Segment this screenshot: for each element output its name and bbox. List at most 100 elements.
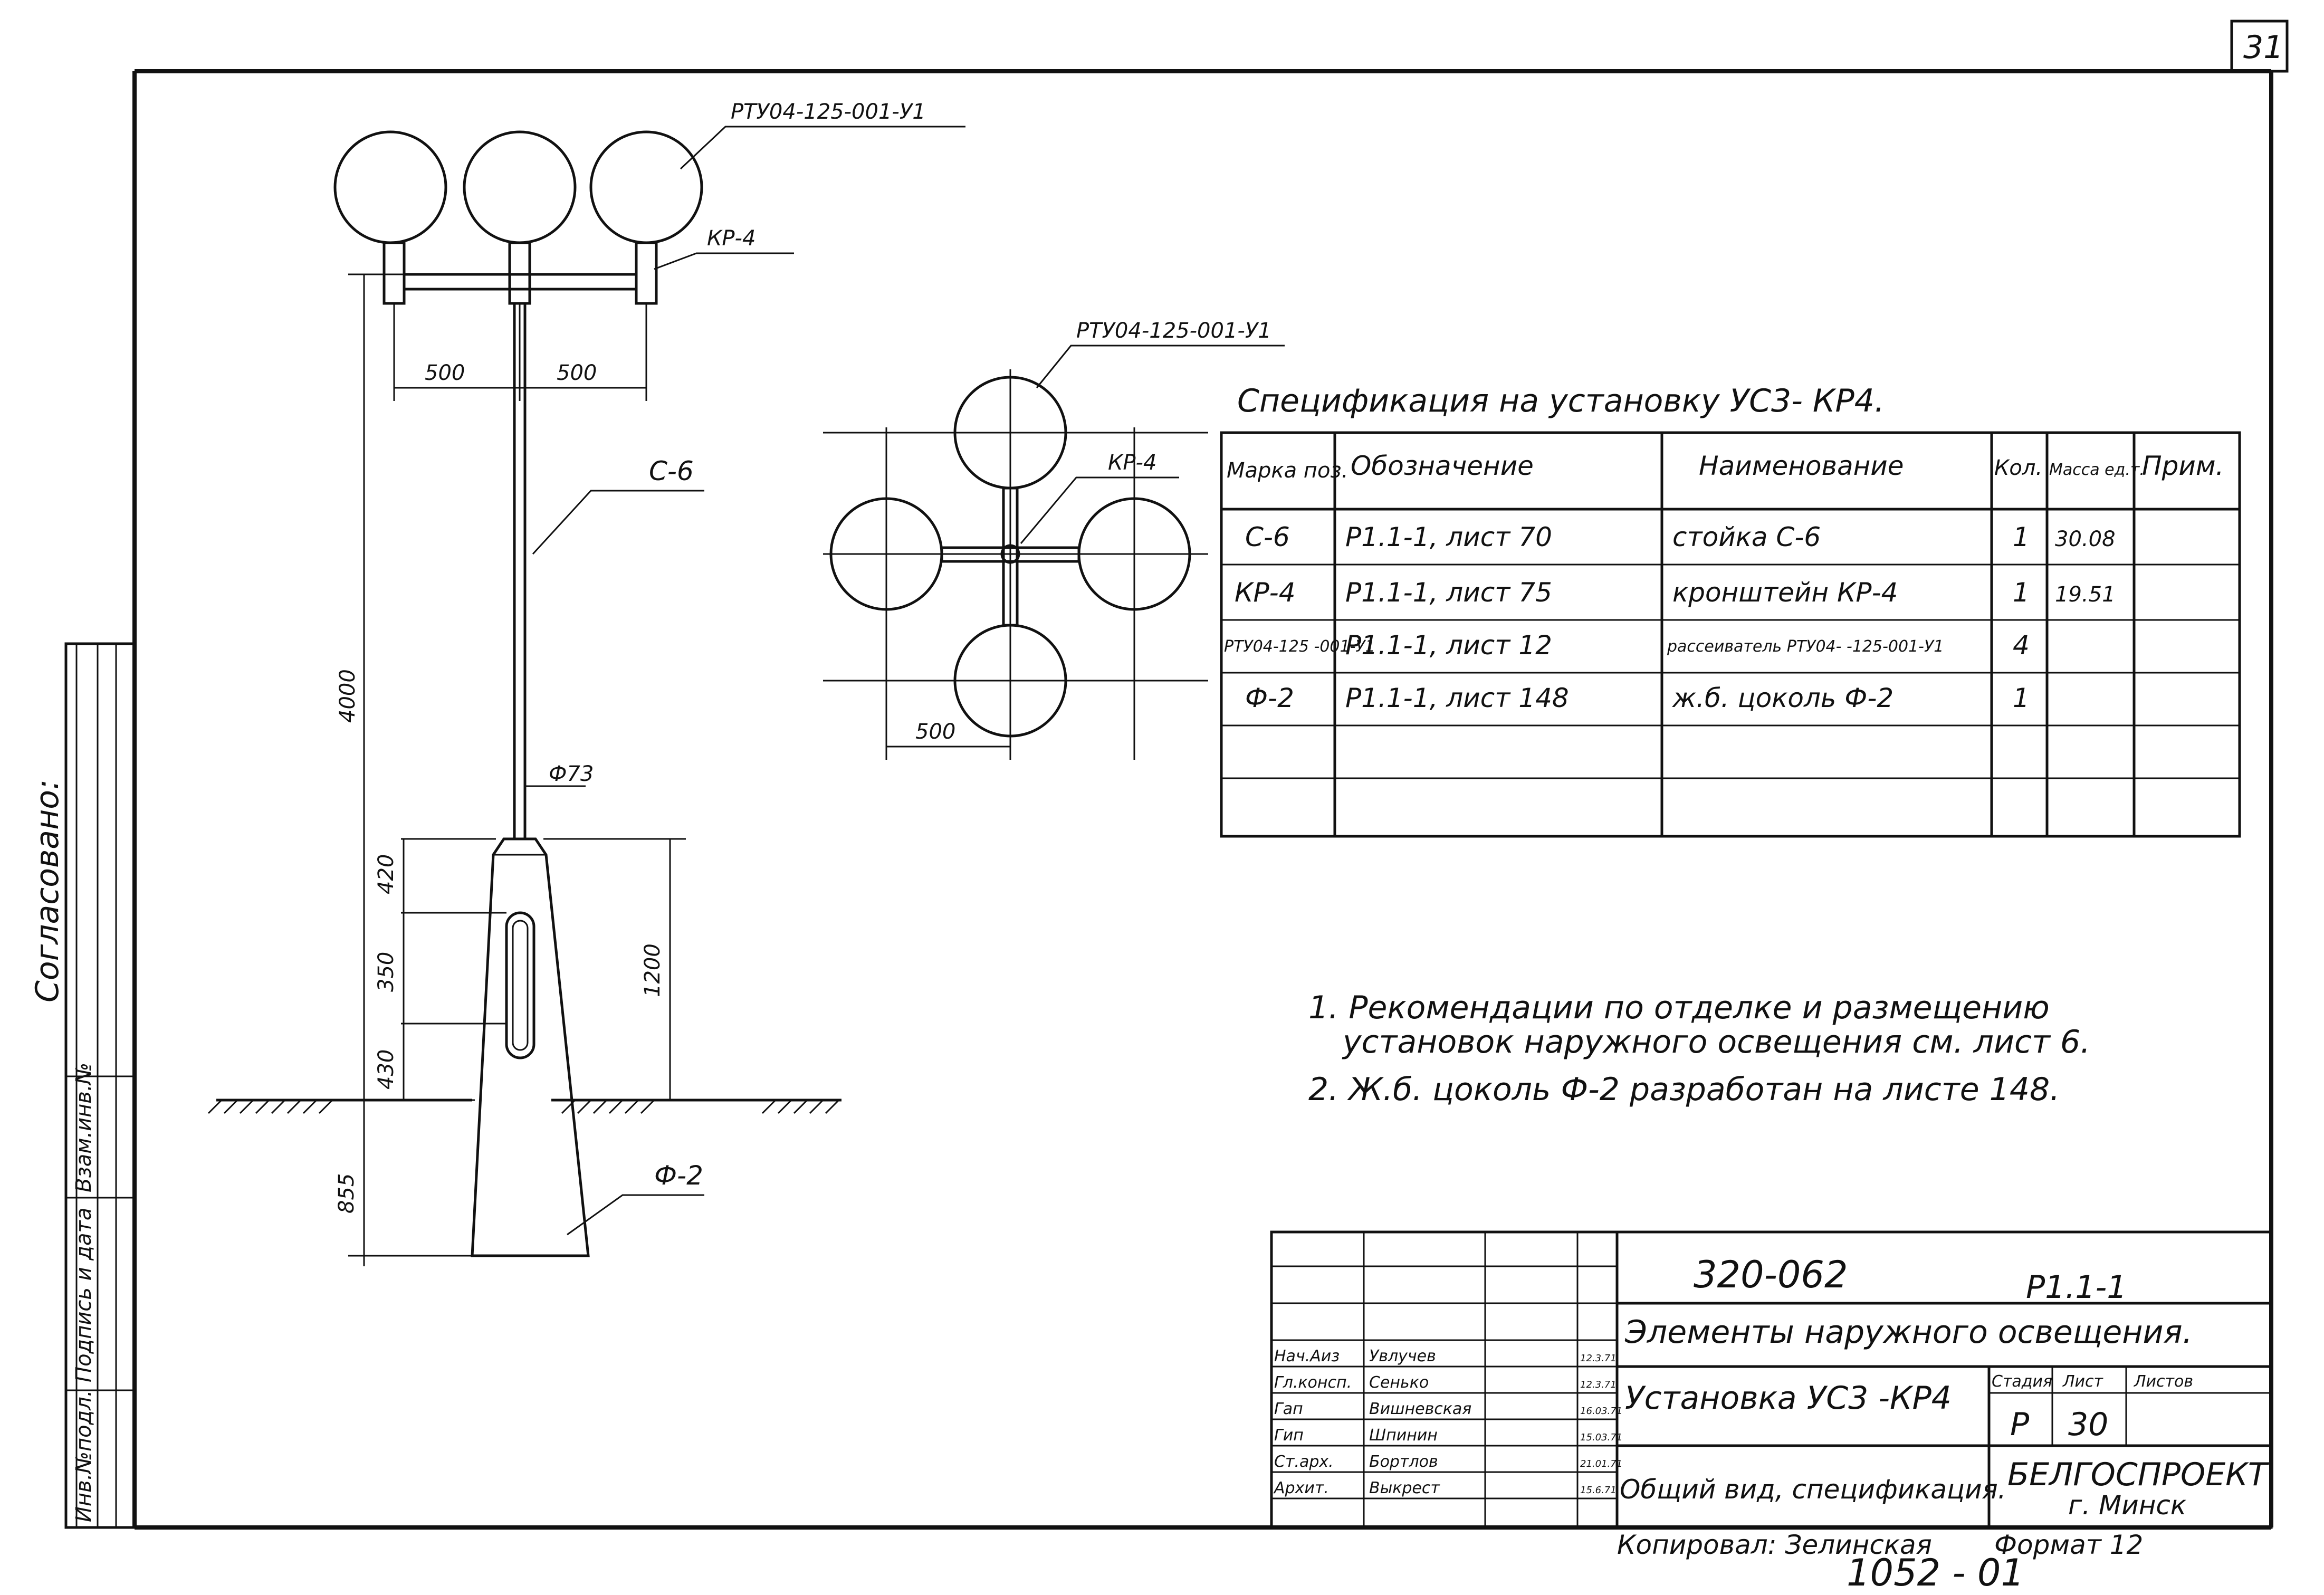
- staff-role: Гл.консп.: [1274, 1373, 1352, 1392]
- spec-cell: С-6: [1245, 522, 1290, 552]
- bracket-arm: [403, 273, 638, 291]
- spec-cell: 4: [2013, 630, 2030, 661]
- staff-date: 12.3.71: [1580, 1353, 1617, 1364]
- dim-430: 430: [374, 1049, 398, 1090]
- staff-role: Ст.арх.: [1274, 1453, 1334, 1471]
- agreed-label: Согласовано:: [29, 779, 66, 1002]
- table-row: РТУ04-125 -001-У1 Р1.1-1, лист 12 рассеи…: [1224, 630, 2030, 661]
- sheet-header: Лист: [2062, 1372, 2104, 1391]
- spec-cell: рассеиватель РТУ04- -125-001-У1: [1667, 637, 1944, 656]
- title-block: [1270, 1230, 2273, 1529]
- spec-header-qty: Кол.: [1994, 456, 2042, 480]
- pole-diameter-label: Ф73: [549, 762, 594, 786]
- sheet-corner-number: 31: [2243, 29, 2283, 66]
- plan-bracket-label: КР-4: [1108, 451, 1156, 475]
- org-name: БЕЛГОСПРОЕКТ: [2007, 1456, 2270, 1493]
- stage-header: Стадия: [1992, 1372, 2052, 1391]
- globe-left: [333, 130, 447, 244]
- spec-title: Спецификация на установку УС3- КР4.: [1237, 383, 1885, 419]
- spec-header-mass: Масса ед.т.: [2049, 461, 2145, 479]
- spec-cell: Р1.1-1, лист 12: [1345, 630, 1552, 661]
- staff-role: Архит.: [1273, 1479, 1329, 1497]
- concrete-base: [471, 837, 590, 1257]
- staff-date: 15.03.71: [1580, 1432, 1622, 1443]
- dim-855: 855: [334, 1173, 359, 1214]
- sheet-content: Общий вид, спецификация.: [1620, 1474, 2006, 1505]
- format-label: Формат 12: [1994, 1530, 2143, 1560]
- staff-date: 21.01.71: [1580, 1458, 1622, 1469]
- table-row: КР-4 Р1.1-1, лист 75 кронштейн КР-4 1 19…: [1235, 577, 2116, 608]
- spec-cell: кронштейн КР-4: [1672, 577, 1898, 608]
- podpis-data-label: Подпись и дата: [72, 1208, 96, 1382]
- spec-table: [1220, 431, 2241, 838]
- staff-date: 15.6.71: [1580, 1485, 1617, 1496]
- staff-name: Бортлов: [1369, 1453, 1438, 1471]
- table-row: Ф-2 Р1.1-1, лист 148 ж.б. цоколь Ф-2 1: [1245, 683, 2030, 713]
- spec-cell: 1: [2013, 683, 2030, 713]
- staff-name: Увлучев: [1369, 1347, 1436, 1365]
- elevation-view: РТУ04-125-001-У1 КР-4 С-6 Ф-2 Ф73 500 50…: [207, 100, 965, 1266]
- note-line: 1. Рекомендации по отделке и размещению: [1308, 989, 2050, 1026]
- dim-420: 420: [374, 854, 398, 894]
- note-line: 2. Ж.б. цоколь Ф-2 разработан на листе 1…: [1308, 1071, 2060, 1108]
- staff-role: Нач.Аиз: [1274, 1347, 1340, 1365]
- sheets-header: Листов: [2134, 1372, 2193, 1391]
- staff-date: 12.3.71: [1580, 1379, 1617, 1390]
- staff-list: Нач.Аиз Увлучев 12.3.71 Гл.консп. Сенько…: [1273, 1347, 1622, 1497]
- spec-cell: 30.08: [2055, 527, 2116, 551]
- spec-cell: Р1.1-1, лист 75: [1345, 577, 1552, 608]
- spec-header-designation: Обозначение: [1351, 451, 1534, 481]
- spec-cell: ж.б. цоколь Ф-2: [1672, 683, 1893, 713]
- spec-header-name: Наименование: [1699, 451, 1904, 481]
- spec-cell: Ф-2: [1245, 683, 1294, 713]
- spec-cell: 1: [2013, 577, 2030, 608]
- drawing-name: Установка УС3 -КР4: [1625, 1380, 1952, 1417]
- staff-date: 16.03.71: [1580, 1406, 1622, 1417]
- note-line: установок наружного освещения см. лист 6…: [1342, 1024, 2090, 1061]
- staff-role: Гап: [1274, 1400, 1303, 1418]
- plan-dim-500: 500: [915, 720, 955, 744]
- inv-podl-label: Инв.№подл.: [72, 1390, 96, 1522]
- elev-base-label: Ф-2: [654, 1160, 703, 1191]
- left-stamp: Согласовано: Взам.инв.№ Подпись и дата И…: [29, 642, 136, 1529]
- stage-value: Р: [2010, 1406, 2030, 1443]
- base-window: [505, 911, 535, 1059]
- vzam-inv-label: Взам.инв.№: [72, 1063, 96, 1192]
- spec-header-note: Прим.: [2142, 451, 2224, 481]
- elev-diffuser-label: РТУ04-125-001-У1: [731, 100, 926, 124]
- plan-diffuser-label: РТУ04-125-001-У1: [1076, 319, 1271, 343]
- elev-bracket-label: КР-4: [707, 226, 755, 251]
- elev-pole-label: С-6: [649, 456, 694, 486]
- spec-cell: стойка С-6: [1672, 522, 1821, 552]
- org-city: г. Минск: [2068, 1490, 2186, 1521]
- copied-by: Копировал: Зелинская: [1617, 1530, 1932, 1560]
- plan-view: 500 РТУ04-125-001-У1 КР-4: [823, 319, 1285, 760]
- spec-header-mark: Марка поз.: [1227, 459, 1348, 483]
- staff-name: Вишневская: [1369, 1400, 1471, 1418]
- spec-cell: КР-4: [1235, 577, 1296, 608]
- spec-cell: 19.51: [2055, 582, 2116, 607]
- spec-cell: Р1.1-1, лист 148: [1345, 683, 1569, 713]
- staff-name: Выкрест: [1369, 1479, 1440, 1497]
- globe-center: [463, 130, 577, 244]
- staff-name: Сенько: [1369, 1373, 1429, 1392]
- dim-500-left: 500: [425, 361, 465, 385]
- project-title: Элементы наружного освещения.: [1624, 1314, 2193, 1351]
- series-code: Р1.1-1: [2026, 1269, 2127, 1306]
- spec-cell: 1: [2013, 522, 2030, 552]
- dim-350: 350: [374, 952, 398, 992]
- dim-1200: 1200: [640, 943, 665, 997]
- doc-code: 320-062: [1694, 1253, 1848, 1296]
- sheet-number: 30: [2068, 1406, 2108, 1443]
- inventory-number: 1052 - 01: [1847, 1551, 2024, 1594]
- staff-name: Шпинин: [1369, 1426, 1438, 1445]
- globe-right: [589, 130, 703, 244]
- spec-cell: Р1.1-1, лист 70: [1345, 522, 1552, 552]
- spec-cell: РТУ04-125 -001-У1: [1224, 637, 1375, 656]
- table-row: С-6 Р1.1-1, лист 70 стойка С-6 1 30.08: [1245, 522, 2116, 552]
- dim-4000: 4000: [336, 669, 360, 723]
- sheet-frame: [132, 20, 2289, 1530]
- notes: 1. Рекомендации по отделке и размещению …: [1308, 989, 2090, 1108]
- dim-500-right: 500: [557, 361, 597, 385]
